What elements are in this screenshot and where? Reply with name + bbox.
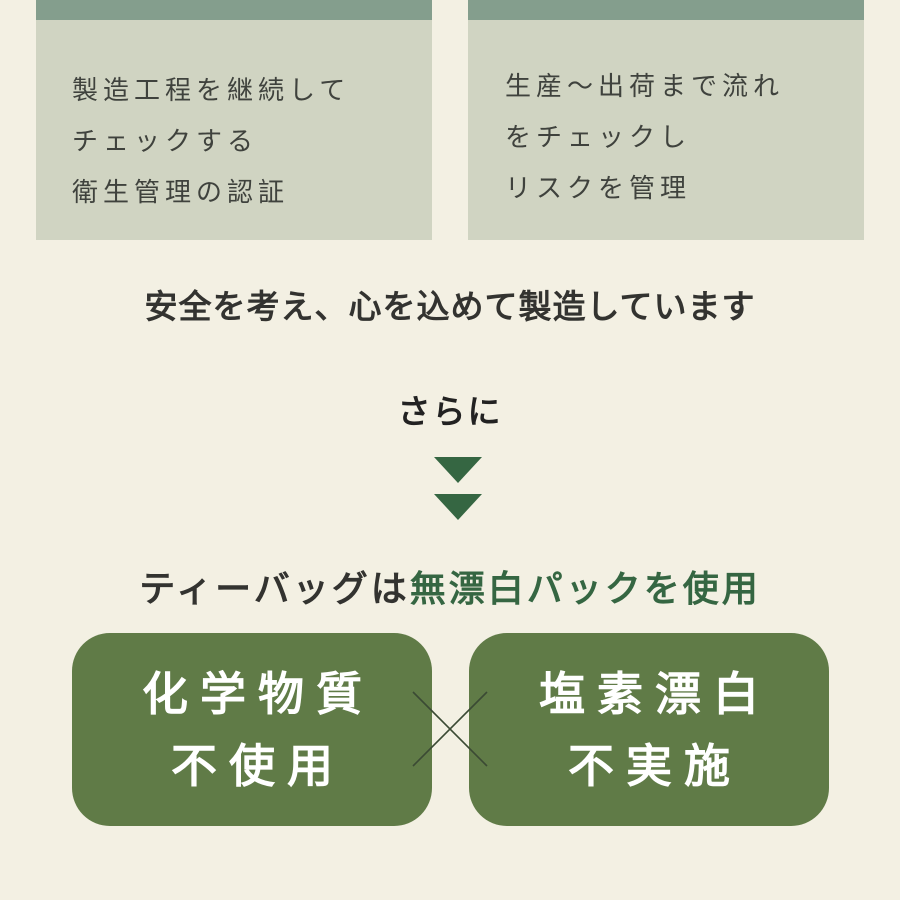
feature-line: 不使用 bbox=[171, 738, 345, 793]
card-text: 生産〜出荷まで流れ をチェックし リスクを管理 bbox=[505, 62, 784, 215]
tagline-prefix: ティーバッグは bbox=[139, 569, 410, 610]
down-arrow-icon bbox=[434, 494, 482, 520]
card-line: リスクを管理 bbox=[505, 174, 692, 204]
card-line: 製造工程を継続して bbox=[72, 76, 351, 106]
headline: 安全を考え、心を込めて製造しています bbox=[144, 287, 756, 326]
feature-line: 化学物質 bbox=[142, 666, 374, 721]
card-line: 生産〜出荷まで流れ bbox=[505, 72, 785, 102]
card-line: 衛生管理の認証 bbox=[72, 178, 290, 208]
card-text: 製造工程を継続して チェックする 衛生管理の認証 bbox=[72, 66, 350, 219]
card-header-band bbox=[36, 0, 432, 20]
feature-line: 不実施 bbox=[568, 738, 742, 793]
haccp-card: 製造工程を継続して チェックする 衛生管理の認証 bbox=[36, 0, 432, 240]
feature-line: 塩素漂白 bbox=[539, 666, 771, 721]
cross-icon bbox=[412, 691, 488, 767]
feature-no-chemicals: 化学物質 不使用 bbox=[72, 633, 432, 826]
feature-no-chlorine-bleach: 塩素漂白 不実施 bbox=[469, 633, 829, 826]
tagline-accent: 無漂白パック bbox=[409, 569, 644, 610]
tagline-suffix: を使用 bbox=[643, 569, 761, 610]
tagline: ティーバッグは無漂白パックを使用 bbox=[0, 560, 900, 612]
down-arrow-icon bbox=[434, 457, 482, 483]
card-line: チェックする bbox=[72, 127, 259, 157]
risk-card: 生産〜出荷まで流れ をチェックし リスクを管理 bbox=[468, 0, 864, 240]
connector-text: さらに bbox=[397, 392, 503, 431]
card-line: をチェックし bbox=[505, 123, 692, 153]
card-header-band bbox=[468, 0, 864, 20]
